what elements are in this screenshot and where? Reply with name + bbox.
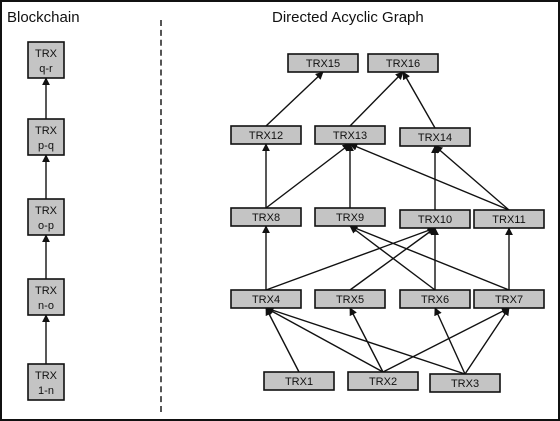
dag-node-box (367, 53, 439, 73)
chain-block-box (27, 41, 65, 79)
dag-node-box (473, 289, 545, 309)
dag-node: TRX6 (399, 289, 471, 309)
dag-node: TRX7 (473, 289, 545, 309)
chain-block-label: TRX (35, 205, 58, 217)
dag-node-box (399, 289, 471, 309)
chain-block-label: TRX (35, 370, 58, 382)
dag-edge (349, 225, 436, 291)
dag-edge (349, 307, 384, 373)
dag-node-label: TRX7 (495, 294, 523, 306)
blockchain-heading: Blockchain (7, 9, 80, 26)
chain-block-range: o-p (38, 220, 54, 232)
dag-edge (349, 224, 510, 291)
dag-node: TRX12 (230, 125, 302, 145)
dag-node-label: TRX12 (249, 130, 283, 142)
dag-node-box (263, 371, 335, 391)
dag-node-label: TRX1 (285, 376, 313, 388)
dag-edge (265, 307, 300, 373)
dag-edge (349, 227, 436, 291)
dag-node: TRX3 (429, 373, 501, 393)
chain-block-range: p-q (38, 140, 54, 152)
dag-node: TRX13 (314, 125, 386, 145)
dag-node-box (230, 289, 302, 309)
dag-node-box (473, 209, 545, 229)
dag-node-label: TRX9 (336, 212, 364, 224)
dag-node: TRX4 (230, 289, 302, 309)
dag-node: TRX5 (314, 289, 386, 309)
dag-node-box (399, 127, 471, 147)
dag-edge (434, 307, 466, 375)
dag-edge (382, 307, 510, 373)
dag-node-label: TRX14 (418, 132, 452, 144)
dag-node-box (399, 209, 471, 229)
dag-node-label: TRX10 (418, 214, 452, 226)
dag-edge (265, 226, 436, 291)
chain-block-label: TRX (35, 125, 58, 137)
dag-node: TRX8 (230, 207, 302, 227)
chain-block: TRX p-q (27, 118, 65, 156)
chain-block: TRX q-r (27, 41, 65, 79)
dag-node: TRX16 (367, 53, 439, 73)
dag-node-label: TRX5 (336, 294, 364, 306)
dag-node-box (314, 125, 386, 145)
dag-edge (434, 145, 510, 211)
dag-node-label: TRX15 (306, 58, 340, 70)
dag-node-label: TRX4 (252, 294, 280, 306)
chain-block-range: n-o (38, 300, 54, 312)
dag-node-box (429, 373, 501, 393)
dag-edge (349, 71, 404, 127)
dag-node-box (230, 207, 302, 227)
dag-edge (402, 71, 436, 129)
dag-node: TRX11 (473, 209, 545, 229)
chain-block-box (27, 278, 65, 316)
dag-node-label: TRX8 (252, 212, 280, 224)
dag-node-box (230, 125, 302, 145)
chain-block-label: TRX (35, 48, 58, 60)
dag-edge (265, 143, 351, 209)
dag-node-box (287, 53, 359, 73)
dag-node-label: TRX6 (421, 294, 449, 306)
chain-block: TRX o-p (27, 198, 65, 236)
chain-block-box (27, 198, 65, 236)
dag-node-label: TRX16 (386, 58, 420, 70)
chain-block-label: TRX (35, 285, 58, 297)
dag-node: TRX14 (399, 127, 471, 147)
chain-block-range: q-r (39, 63, 53, 75)
section-divider (160, 20, 162, 412)
dag-edge (265, 71, 324, 127)
dag-node: TRX1 (263, 371, 335, 391)
dag-node: TRX9 (314, 207, 386, 227)
dag-node-label: TRX11 (492, 214, 525, 226)
dag-node-box (314, 289, 386, 309)
dag-edge (265, 307, 384, 373)
chain-block: TRX 1-n (27, 363, 65, 401)
dag-node-label: TRX2 (369, 376, 397, 388)
dag-node-box (314, 207, 386, 227)
dag-node-label: TRX13 (333, 130, 367, 142)
dag-edge (265, 306, 466, 375)
dag-node: TRX10 (399, 209, 471, 229)
chain-block-range: 1-n (38, 385, 54, 397)
dag-node-box (347, 371, 419, 391)
dag-node-label: TRX3 (451, 378, 479, 390)
dag-node: TRX2 (347, 371, 419, 391)
chain-block-box (27, 363, 65, 401)
dag-node: TRX15 (287, 53, 359, 73)
dag-edge (349, 143, 510, 211)
dag-edge (464, 307, 510, 375)
chain-block-box (27, 118, 65, 156)
dag-heading: Directed Acyclic Graph (272, 9, 424, 26)
chain-block: TRX n-o (27, 278, 65, 316)
